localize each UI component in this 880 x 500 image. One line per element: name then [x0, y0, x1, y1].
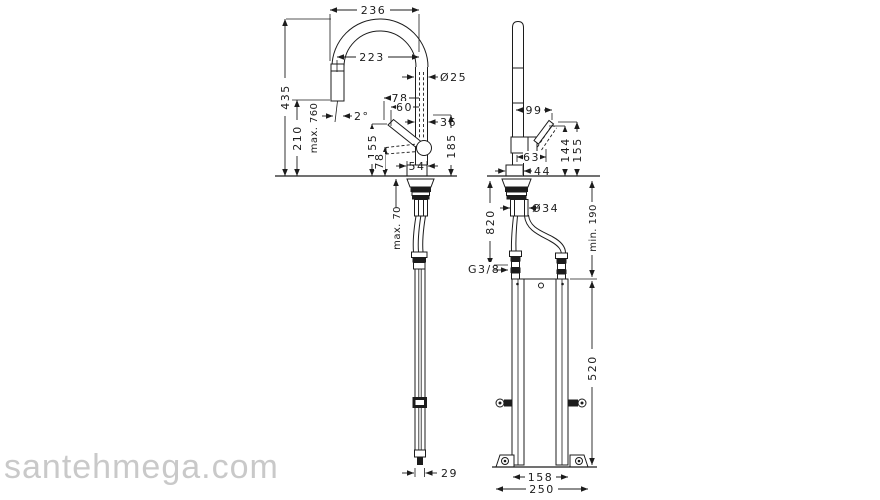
dim-height-78: 78: [373, 153, 386, 170]
dim-hose-length: 820: [484, 209, 497, 235]
dim-spout-reach: 223: [359, 51, 385, 64]
dim-height-185: 185: [445, 133, 458, 159]
dim-column-diameter: 36: [440, 116, 457, 129]
dim-base-span: 250: [529, 483, 555, 496]
dim-hose-width: 29: [441, 467, 458, 480]
dim-body-depth: 63: [523, 151, 540, 164]
right-dimensions: 99 63 44 144 155 Ø34: [466, 104, 599, 496]
dim-outlet-height: 210: [291, 125, 304, 151]
left-view: 236 223 Ø25 435 210 max. 760: [275, 4, 467, 480]
dim-shank-diameter: Ø34: [532, 202, 559, 215]
dim-base-width: 54: [409, 160, 426, 173]
dim-pullout-extension: max. 760: [309, 103, 320, 153]
dim-overall-height: 435: [279, 84, 292, 110]
dim-base-depth: 44: [534, 165, 551, 178]
dim-overall-width: 236: [361, 4, 387, 17]
dim-min-clearance: min. 190: [588, 204, 599, 252]
dim-height-144: 144: [559, 137, 572, 163]
dim-height-155-right: 155: [571, 137, 584, 163]
dim-box-height: 520: [586, 355, 599, 381]
dim-offset-60: 60: [396, 101, 413, 114]
watermark: santehmega.com: [4, 448, 279, 486]
dim-spout-diameter: Ø25: [440, 71, 467, 84]
dim-handle-reach: 99: [526, 104, 543, 117]
dim-box-width: 158: [528, 471, 554, 484]
right-view: 99 63 44 144 155 Ø34: [466, 20, 600, 496]
left-dimensions: 236 223 Ø25 435 210 max. 760: [279, 4, 467, 480]
right-faucet-outline: [487, 20, 600, 468]
left-faucet-outline: [275, 18, 457, 465]
dim-deck-thickness: max. 70: [392, 206, 403, 250]
dim-spray-angle: 2°: [354, 110, 370, 123]
dim-thread-size: G3/8: [468, 263, 500, 276]
